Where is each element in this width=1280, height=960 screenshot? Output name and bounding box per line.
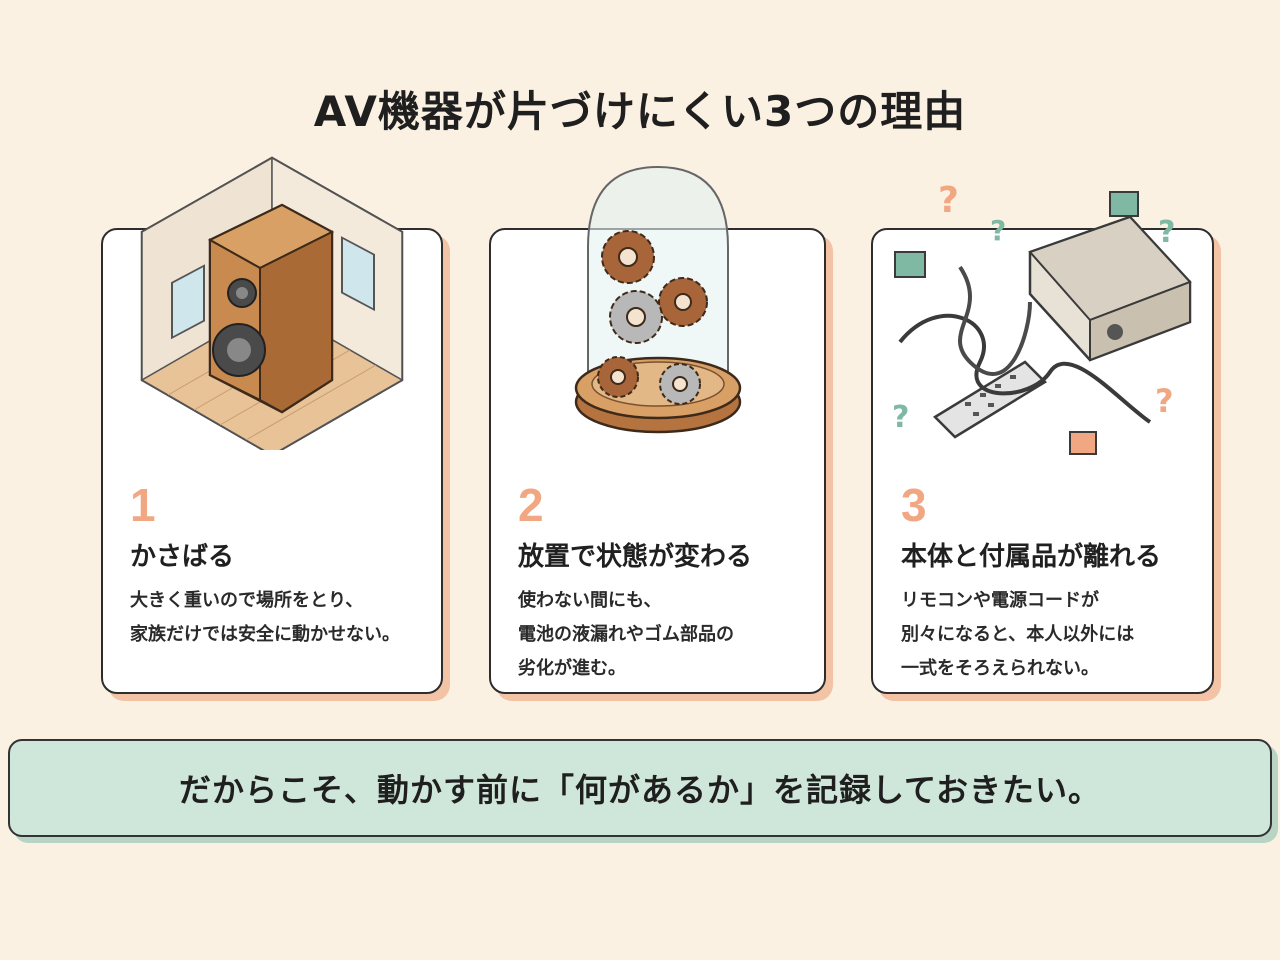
receiver-remote-cables-icon: ? ? ? ? ? — [892, 180, 1192, 455]
description-line: 大きく重いので場所をとり、 — [130, 590, 364, 611]
description-line: 家族だけでは安全に動かせない。 — [130, 624, 400, 645]
reason-heading-3: 本体と付属品が離れる — [901, 542, 1162, 572]
reason-description-3: リモコンや電源コードが 別々になると、本人以外には 一式をそろえられない。 — [901, 584, 1211, 686]
conclusion-banner: だからこそ、動かす前に「何があるか」を記録しておきたい。 — [8, 739, 1272, 837]
rusty-gears-dome-icon — [574, 165, 742, 434]
description-line: 使わない間にも、 — [518, 590, 662, 611]
svg-text:?: ? — [990, 214, 1006, 247]
reason-number-1: 1 — [130, 479, 156, 531]
svg-text:?: ? — [1155, 382, 1174, 420]
description-line: 一式をそろえられない。 — [901, 658, 1099, 679]
description-line: リモコンや電源コードが — [901, 590, 1099, 611]
description-line: 電池の液漏れやゴム部品の — [518, 624, 734, 645]
reason-heading-1: かさばる — [130, 542, 235, 572]
description-line: 別々になると、本人以外には — [901, 624, 1135, 645]
reason-number-3: 3 — [901, 479, 927, 531]
page-title: AV機器が片づけにくい3つの理由 — [313, 87, 967, 136]
description-line: 劣化が進む。 — [518, 658, 626, 679]
conclusion-text: だからこそ、動かす前に「何があるか」を記録しておきたい。 — [178, 771, 1102, 809]
svg-text:?: ? — [892, 400, 909, 435]
speaker-room-icon — [140, 156, 404, 450]
reason-description-1: 大きく重いので場所をとり、 家族だけでは安全に動かせない。 — [130, 584, 440, 652]
reason-number-2: 2 — [518, 479, 544, 531]
reason-heading-2: 放置で状態が変わる — [518, 542, 753, 572]
svg-text:?: ? — [938, 180, 959, 221]
reason-description-2: 使わない間にも、 電池の液漏れやゴム部品の 劣化が進む。 — [518, 584, 828, 686]
svg-text:?: ? — [1158, 215, 1175, 250]
